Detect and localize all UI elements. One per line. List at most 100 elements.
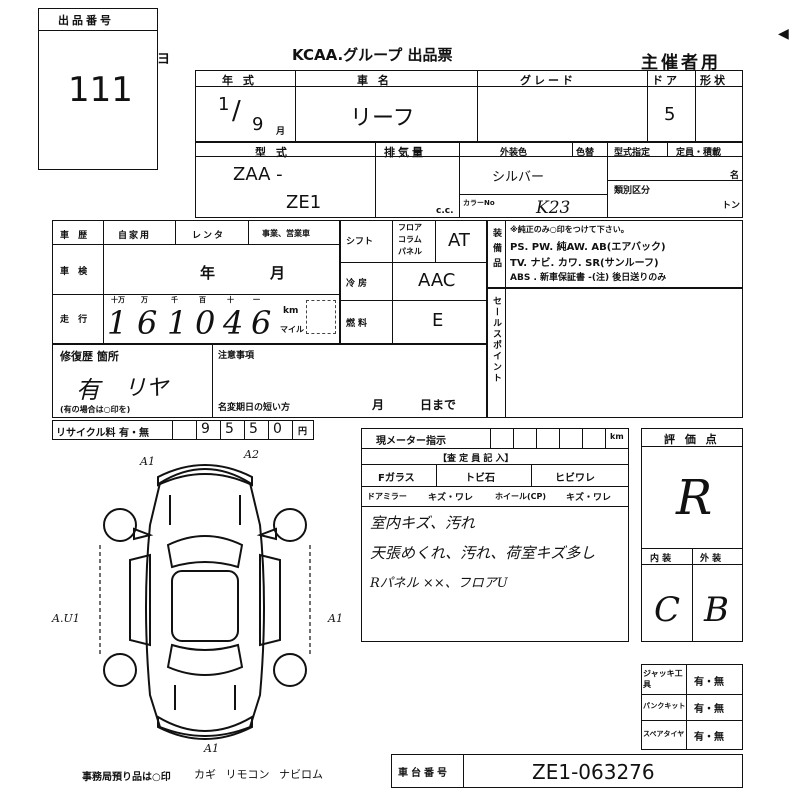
mileage-digit: 1	[167, 304, 188, 342]
door-label: ドア	[652, 74, 680, 87]
equipment-note: ※純正のみ○印をつけて下さい。	[510, 225, 629, 234]
corner-arrow-icon: ◀	[778, 26, 789, 42]
spare-tire-value: 有・無	[694, 732, 724, 743]
fuel-label: 燃料	[346, 319, 371, 329]
sales-point-block	[487, 288, 743, 418]
recycle-digit: 5	[249, 421, 258, 437]
lot-number-label: 出品番号	[58, 14, 114, 27]
recycle-unit: 円	[298, 427, 308, 437]
ext-color-label: 外装色	[500, 148, 528, 158]
page-mark: ヨ	[157, 52, 171, 67]
color-no-label: カラーNo	[463, 199, 495, 207]
history-rental: レンタ	[192, 231, 226, 241]
digit-unit: 百	[199, 296, 206, 304]
year-label: 年 式	[222, 74, 257, 87]
organizer-label: 主催者用	[641, 53, 721, 73]
mileage-digit: 4	[223, 304, 244, 342]
interior-label: 内 装	[650, 554, 672, 564]
mileage-label: 走 行	[60, 315, 91, 325]
repair-location: リヤ	[124, 376, 169, 401]
cc-unit: c.c.	[436, 206, 454, 216]
ac-value: AAC	[418, 270, 456, 291]
damage-mark: A1	[204, 742, 219, 755]
office-items-label: 事務局預り品は○印	[82, 772, 171, 783]
displacement-label: 排気量	[384, 146, 426, 159]
rating-score: R	[676, 470, 713, 526]
recycle-label: リサイクル料 有・無	[56, 428, 149, 439]
km-label: km	[283, 306, 299, 316]
shift-opt-panel: パネル	[398, 247, 422, 256]
exterior-label: 外 装	[700, 554, 722, 564]
history-label: 車 歴	[60, 231, 91, 241]
inspection-year-unit: 年	[200, 264, 216, 282]
mileage-digit: 6	[251, 304, 272, 342]
type-designation-label: 型式指定	[614, 148, 651, 158]
equipment-line1: PS. PW. 純AW. AB(エアバック)	[510, 242, 666, 253]
expiry-label: 名変期日の短い方	[218, 403, 291, 413]
expiry-month: 月	[372, 398, 385, 412]
inspection-label: 車 検	[60, 267, 91, 277]
interior-grade: C	[654, 590, 681, 630]
meter-unit: km	[610, 432, 624, 441]
year-value: 1	[218, 94, 230, 115]
repair-value: 有	[76, 376, 100, 404]
glass-label: Fガラス	[378, 473, 415, 484]
grade-label: グレード	[520, 74, 576, 87]
color-change-label: 色替	[576, 148, 595, 158]
digit-unit: 一	[253, 296, 260, 304]
ext-color-value: シルバー	[492, 170, 545, 185]
meter-label: 現メーター指示	[376, 436, 446, 447]
chassis-label: 車台番号	[398, 768, 450, 779]
shift-opt-floor: フロア	[398, 223, 422, 232]
puncture-kit-label: パンクキット	[643, 702, 686, 710]
digit-unit: 十	[227, 296, 234, 304]
equipment-label: 装備品	[491, 228, 501, 273]
repair-sub: (有の場合は○印を)	[60, 405, 131, 414]
rating-label: 評 価 点	[664, 433, 720, 446]
persons-unit: 名	[730, 171, 740, 181]
tons-unit: トン	[722, 201, 741, 211]
mirror-label: ドアミラー	[367, 492, 407, 501]
car-damage-diagram	[99, 464, 311, 740]
jack-value: 有・無	[694, 677, 724, 688]
digit-unit: 十万	[111, 296, 125, 304]
inspection-note: Rパネル ××、フロアU	[370, 576, 508, 591]
chassis-number: ZE1-063276	[532, 760, 655, 784]
category-label: 類別区分	[614, 186, 651, 196]
wheel-option: キズ・ワレ	[566, 493, 612, 503]
mirror-option: キズ・ワレ	[428, 493, 474, 503]
mileage-digit: 1	[107, 304, 128, 342]
inspection-month-unit: 月	[270, 264, 286, 282]
mile-checkbox	[306, 300, 336, 334]
month-value: 9	[252, 114, 264, 135]
damage-mark: A2	[244, 448, 259, 461]
spare-tire-label: スペアタイヤ	[643, 730, 685, 738]
shift-opt-column: コラム	[398, 235, 422, 244]
jack-label: ジャッキ工具	[643, 669, 683, 689]
lot-number: 111	[68, 70, 133, 110]
recycle-digit: 0	[273, 421, 282, 437]
spec-block	[340, 220, 487, 344]
inspection-block	[361, 428, 629, 642]
equipment-line3: ABS . 新車保証書 -(注) 後日送りのみ	[510, 273, 667, 283]
shift-label: シフト	[346, 237, 374, 247]
type-prefix: ZAA -	[233, 164, 283, 185]
recycle-block	[52, 420, 314, 440]
model-label: 車 名	[357, 74, 392, 87]
repair-block	[52, 344, 487, 418]
history-business: 事業、営業車	[262, 229, 310, 238]
history-private: 自家用	[118, 231, 152, 241]
inspection-note: 室内キズ、汚れ	[370, 514, 476, 532]
mile-label: マイル	[280, 325, 304, 334]
shape-label: 形状	[700, 74, 728, 87]
digit-unit: 万	[141, 296, 148, 304]
capacity-label: 定員・積載	[676, 148, 722, 158]
expiry-day: 日まで	[420, 398, 457, 412]
mileage-digit: 6	[137, 304, 158, 342]
equipment-block	[487, 220, 743, 288]
type-code: ZE1	[286, 192, 322, 213]
color-no-value: K23	[536, 198, 571, 218]
sales-point-label: セールスポイント	[491, 296, 501, 384]
office-items: カギ リモコン ナビロム	[194, 768, 323, 781]
recycle-digit: 5	[225, 421, 234, 437]
